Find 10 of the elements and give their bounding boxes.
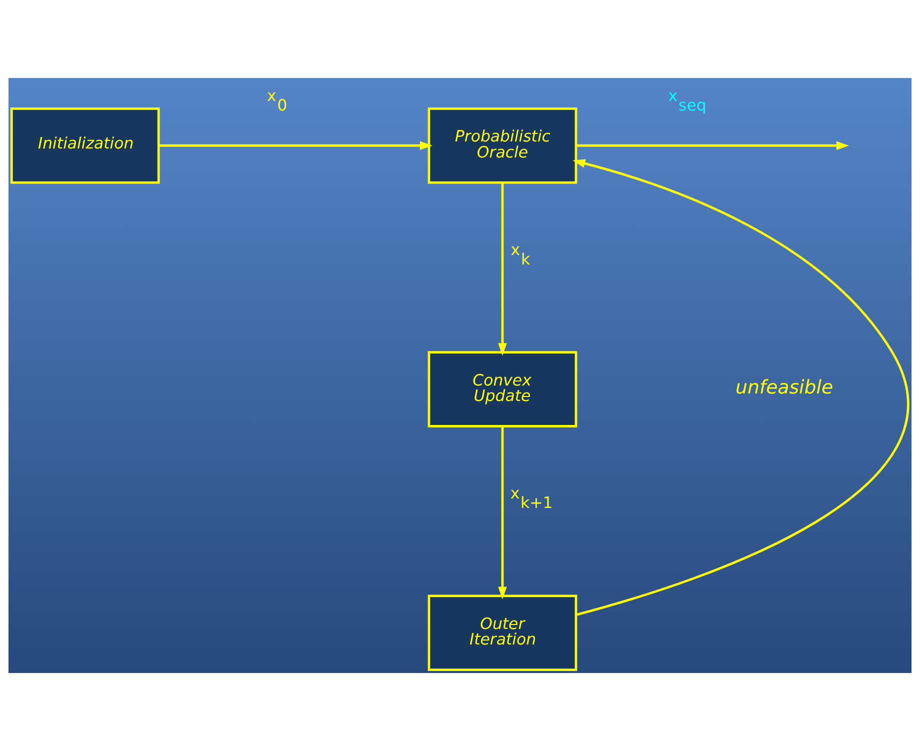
arrow [576, 141, 850, 150]
arrow [498, 426, 507, 600]
node-box: Probabilistic Oracle [428, 107, 578, 184]
node-box: Convex Update [428, 351, 578, 428]
node-box: Outer Iteration [428, 594, 578, 672]
node-box: Initialization [10, 107, 160, 184]
arrow [498, 182, 507, 356]
arrow [572, 159, 908, 616]
arrow [158, 141, 433, 150]
label: unfeasible [736, 376, 834, 398]
